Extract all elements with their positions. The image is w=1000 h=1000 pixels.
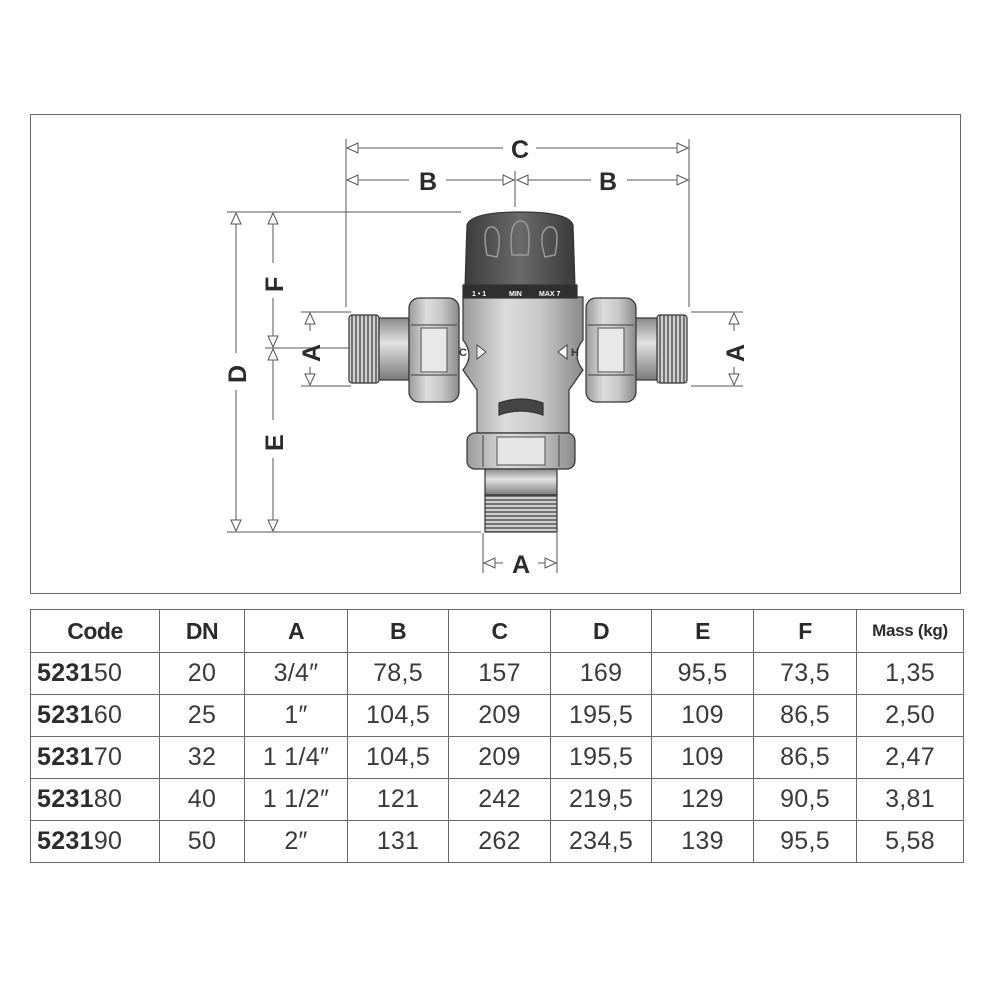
cell-c: 209	[448, 694, 551, 737]
cell-f: 73,5	[753, 652, 857, 695]
port-label-cold: C	[459, 347, 467, 359]
port-marker-cold: C	[459, 343, 487, 361]
cell-mass: 1,35	[856, 652, 964, 695]
cell-mass: 2,47	[856, 736, 964, 779]
header-d: D	[550, 609, 652, 653]
cell-c: 262	[448, 820, 551, 863]
cell-a: 1 1/2″	[244, 778, 348, 821]
dimension-label-f: F	[261, 277, 289, 292]
code-base: 5231	[37, 785, 94, 813]
cell-code: 523190	[30, 820, 160, 863]
cell-dn: 32	[159, 736, 245, 779]
cell-f: 86,5	[753, 736, 857, 779]
header-code: Code	[30, 609, 160, 653]
cell-mass: 5,58	[856, 820, 964, 863]
dimension-lines	[227, 139, 743, 573]
dial-label-left: 1 • 1	[472, 291, 486, 298]
port-label-hot: H	[571, 347, 579, 359]
code-suffix: 60	[93, 701, 123, 729]
cell-a: 2″	[244, 820, 348, 863]
cell-dn: 40	[159, 778, 245, 821]
cell-e: 109	[651, 736, 754, 779]
dial-label-max: MAX 7	[539, 291, 561, 298]
cell-e: 129	[651, 778, 754, 821]
port-marker-hot: H	[557, 343, 579, 361]
technical-drawing-frame: C B B D F E A A A	[30, 114, 961, 594]
cell-f: 90,5	[753, 778, 857, 821]
cell-a: 3/4″	[244, 652, 348, 695]
cell-e: 139	[651, 820, 754, 863]
header-e: E	[651, 609, 754, 653]
table-row: 523150 20 3/4″ 78,5 157 169 95,5 73,5 1,…	[30, 652, 964, 695]
header-c: C	[448, 609, 551, 653]
cell-d: 169	[550, 652, 652, 695]
header-mass: Mass (kg)	[856, 609, 964, 653]
cell-dn: 25	[159, 694, 245, 737]
dimension-table: Code DN A B C D E F Mass (kg) 523150 20 …	[30, 609, 964, 863]
dimension-arrowheads	[230, 142, 740, 569]
table-row: 523190 50 2″ 131 262 234,5 139 95,5 5,58	[30, 820, 964, 863]
header-a: A	[244, 609, 348, 653]
dimension-label-a-bottom: A	[512, 551, 530, 579]
cell-b: 121	[347, 778, 449, 821]
cell-c: 157	[448, 652, 551, 695]
code-suffix: 80	[93, 785, 123, 813]
cell-d: 195,5	[550, 694, 652, 737]
dimension-label-b-left: B	[419, 168, 437, 196]
cell-d: 219,5	[550, 778, 652, 821]
cell-f: 95,5	[753, 820, 857, 863]
dimension-label-c: C	[511, 136, 529, 164]
cell-mass: 3,81	[856, 778, 964, 821]
cell-d: 234,5	[550, 820, 652, 863]
header-dn: DN	[159, 609, 245, 653]
code-base: 5231	[37, 827, 94, 855]
cell-d: 195,5	[550, 736, 652, 779]
cell-code: 523180	[30, 778, 160, 821]
dimension-label-a-left: A	[298, 344, 326, 362]
cell-code: 523160	[30, 694, 160, 737]
dimension-label-e: E	[261, 434, 289, 451]
cell-dn: 50	[159, 820, 245, 863]
code-base: 5231	[37, 743, 94, 771]
header-b: B	[347, 609, 449, 653]
header-f: F	[753, 609, 857, 653]
table-row: 523160 25 1″ 104,5 209 195,5 109 86,5 2,…	[30, 694, 964, 737]
dial-label-min: MIN	[509, 291, 522, 298]
cell-f: 86,5	[753, 694, 857, 737]
code-base: 5231	[37, 659, 94, 687]
cell-b: 131	[347, 820, 449, 863]
code-suffix: 70	[93, 743, 123, 771]
table-header-row: Code DN A B C D E F Mass (kg)	[30, 609, 964, 653]
cell-e: 109	[651, 694, 754, 737]
dimension-label-d: D	[224, 365, 252, 383]
table-row: 523180 40 1 1/2″ 121 242 219,5 129 90,5 …	[30, 778, 964, 821]
code-base: 5231	[37, 701, 94, 729]
cell-code: 523170	[30, 736, 160, 779]
cell-b: 104,5	[347, 694, 449, 737]
cell-b: 78,5	[347, 652, 449, 695]
valve-illustration	[348, 211, 688, 533]
cell-dn: 20	[159, 652, 245, 695]
code-suffix: 50	[93, 659, 123, 687]
code-suffix: 90	[93, 827, 123, 855]
table-row: 523170 32 1 1/4″ 104,5 209 195,5 109 86,…	[30, 736, 964, 779]
cell-e: 95,5	[651, 652, 754, 695]
valve-dimension-drawing: C B B D F E A A A	[224, 136, 750, 579]
cell-b: 104,5	[347, 736, 449, 779]
cell-code: 523150	[30, 652, 160, 695]
dimension-label-b-right: B	[599, 168, 617, 196]
cell-mass: 2,50	[856, 694, 964, 737]
cell-c: 242	[448, 778, 551, 821]
dimension-label-a-right: A	[722, 344, 750, 362]
cell-c: 209	[448, 736, 551, 779]
cell-a: 1 1/4″	[244, 736, 348, 779]
cell-a: 1″	[244, 694, 348, 737]
